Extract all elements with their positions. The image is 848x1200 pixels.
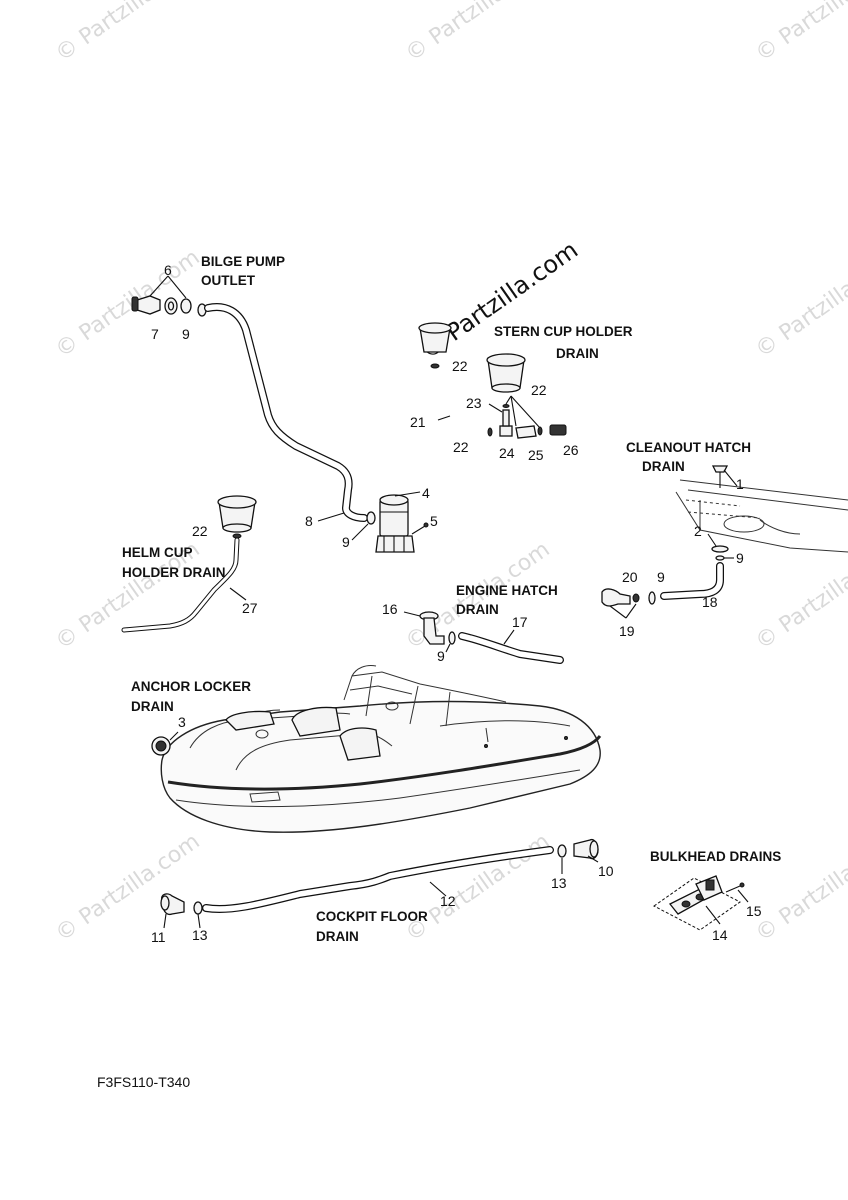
watermark: © Partzilla.com [751, 245, 848, 363]
stern-cup-holder-drain-title-1: STERN CUP HOLDER [494, 324, 633, 339]
helm-cup-holder-group [121, 495, 257, 633]
watermark: © Partzilla.com [751, 0, 848, 67]
callout-24: 24 [499, 445, 515, 461]
cockpit-floor-drain-title-2: DRAIN [316, 929, 359, 944]
callout-23: 23 [466, 395, 482, 411]
stern-cup-holder-drain-title-2: DRAIN [556, 346, 599, 361]
cleanout-hatch-drain-title-1: CLEANOUT HATCH [626, 440, 751, 455]
cockpit-floor-group [160, 838, 599, 916]
cleanout-hatch-drain-title-2: DRAIN [642, 459, 685, 474]
callout-21: 21 [410, 414, 426, 430]
bilge-pump-outlet-group [131, 275, 429, 553]
engine-hatch-group [403, 611, 564, 664]
callout-14: 14 [712, 927, 728, 943]
callout-9: 9 [736, 550, 744, 566]
engine-hatch-drain-title-2: DRAIN [456, 602, 499, 617]
callout-16: 16 [382, 601, 398, 617]
helm-cup-holder-drain-title-1: HELM CUP [122, 545, 193, 560]
callout-5: 5 [430, 513, 438, 529]
callout-9: 9 [182, 326, 190, 342]
cockpit-floor-drain-title-1: COCKPIT FLOOR [316, 909, 428, 924]
bilge-pump-outlet-title-1: BILGE PUMP [201, 254, 285, 269]
watermark: © Partzilla.com [751, 537, 848, 655]
boat-illustration [160, 665, 602, 833]
callout-22: 22 [531, 382, 547, 398]
bulkhead-drain-group [653, 875, 749, 931]
diagram-code: F3FS110-T340 [97, 1074, 190, 1090]
callout-25: 25 [528, 447, 544, 463]
callout-9: 9 [657, 569, 665, 585]
callout-13: 13 [192, 927, 208, 943]
helm-cup-holder-drain-title-2: HOLDER DRAIN [122, 565, 226, 580]
callout-27: 27 [242, 600, 258, 616]
watermark: © Partzilla.com [751, 829, 848, 947]
callout-8: 8 [305, 513, 313, 529]
callout-10: 10 [598, 863, 614, 879]
anchor-locker-drain-title-2: DRAIN [131, 699, 174, 714]
watermark: © Partzilla.com [401, 829, 554, 947]
callout-2: 2 [694, 523, 702, 539]
callout-22: 22 [192, 523, 208, 539]
watermark: © Partzilla.com [51, 829, 204, 947]
callout-13: 13 [551, 875, 567, 891]
callout-3: 3 [178, 714, 186, 730]
bilge-pump-outlet-title-2: OUTLET [201, 273, 256, 288]
callout-12: 12 [440, 893, 456, 909]
anchor-locker-plug [151, 731, 179, 756]
anchor-locker-drain-title-1: ANCHOR LOCKER [131, 679, 251, 694]
callout-18: 18 [702, 594, 718, 610]
watermark: © Partzilla.com [401, 0, 554, 67]
callout-11: 11 [151, 929, 166, 945]
callout-7: 7 [151, 326, 159, 342]
callout-22: 22 [453, 439, 469, 455]
callout-26: 26 [563, 442, 579, 458]
callout-9: 9 [342, 534, 350, 550]
callout-1: 1 [736, 476, 744, 492]
bulkhead-drains-title: BULKHEAD DRAINS [650, 849, 781, 864]
cleanout-hatch-group [601, 465, 848, 619]
stern-cup-holder-group [418, 322, 567, 439]
callout-20: 20 [622, 569, 638, 585]
callout-15: 15 [746, 903, 762, 919]
callout-22: 22 [452, 358, 468, 374]
callout-6: 6 [164, 262, 172, 278]
callout-17: 17 [512, 614, 528, 630]
callout-19: 19 [619, 623, 635, 639]
watermark: © Partzilla.com [51, 0, 204, 67]
callout-9: 9 [437, 648, 445, 664]
callout-4: 4 [422, 485, 430, 501]
engine-hatch-drain-title-1: ENGINE HATCH [456, 583, 558, 598]
